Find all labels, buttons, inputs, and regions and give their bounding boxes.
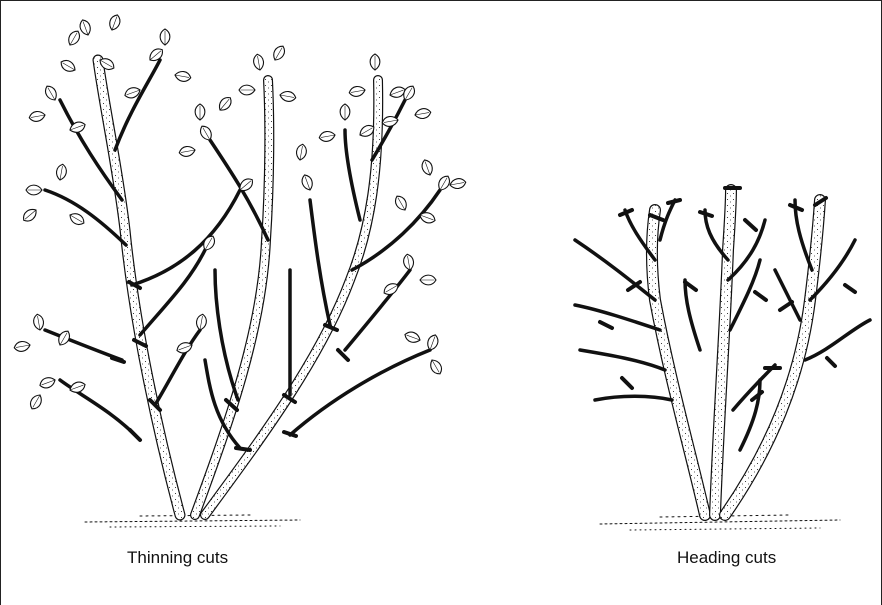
thinning-shrub (13, 13, 466, 527)
caption-thinning-cuts: Thinning cuts (127, 548, 228, 568)
heading-shrub (575, 188, 870, 530)
caption-heading-cuts: Heading cuts (677, 548, 776, 568)
leaves-left (13, 13, 466, 411)
stems-right (652, 190, 820, 515)
